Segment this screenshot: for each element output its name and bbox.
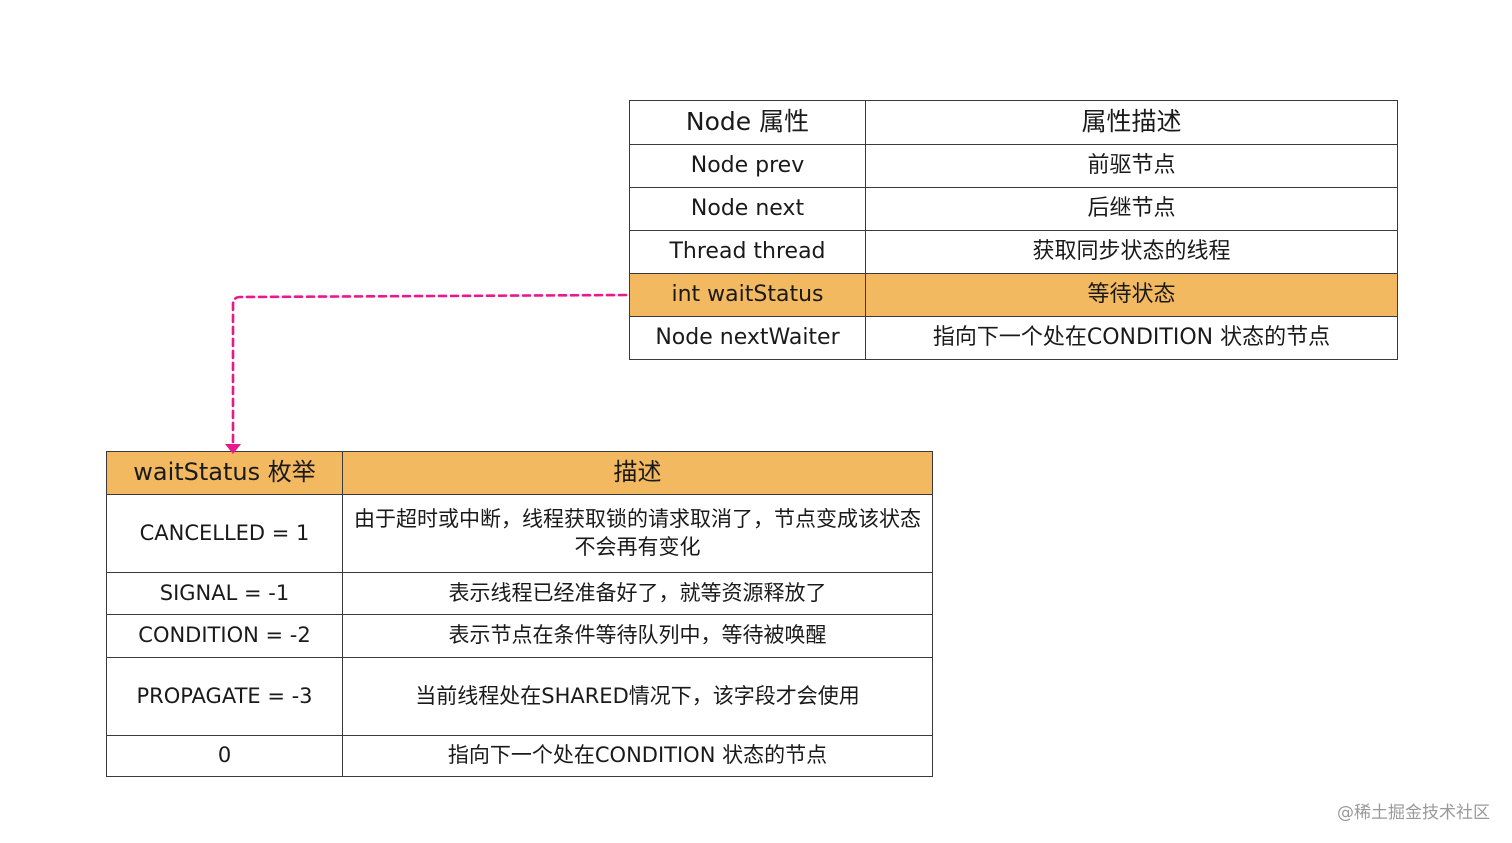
- ws-enum-cell: SIGNAL = -1: [106, 572, 343, 615]
- node-attr-cell: Node nextWaiter: [629, 316, 866, 360]
- ws-table-header: waitStatus 枚举 描述: [106, 451, 933, 495]
- table-row: Node next 后继节点: [629, 187, 1398, 231]
- ws-enum-cell: PROPAGATE = -3: [106, 657, 343, 736]
- table-row: PROPAGATE = -3 当前线程处在SHARED情况下，该字段才会使用: [106, 657, 933, 736]
- table-row-highlighted: int waitStatus 等待状态: [629, 273, 1398, 317]
- node-attr-cell: Node prev: [629, 144, 866, 188]
- node-table-header: Node 属性 属性描述: [629, 100, 1398, 145]
- wait-status-enum-table: waitStatus 枚举 描述 CANCELLED = 1 由于超时或中断，线…: [106, 451, 933, 777]
- node-desc-cell: 等待状态: [865, 273, 1398, 317]
- connector-dashed-line: [231, 293, 628, 446]
- ws-desc-cell: 指向下一个处在CONDITION 状态的节点: [342, 735, 933, 777]
- ws-table-header-enum: waitStatus 枚举: [106, 451, 343, 495]
- ws-desc-cell: 表示节点在条件等待队列中，等待被唤醒: [342, 614, 933, 658]
- table-row: 0 指向下一个处在CONDITION 状态的节点: [106, 735, 933, 777]
- watermark: @稀土掘金技术社区: [1337, 803, 1490, 823]
- ws-enum-cell: 0: [106, 735, 343, 777]
- table-row: SIGNAL = -1 表示线程已经准备好了，就等资源释放了: [106, 572, 933, 615]
- node-desc-cell: 后继节点: [865, 187, 1398, 231]
- ws-enum-cell: CANCELLED = 1: [106, 494, 343, 573]
- node-attribute-table: Node 属性 属性描述 Node prev 前驱节点 Node next 后继…: [629, 100, 1398, 360]
- node-desc-cell: 指向下一个处在CONDITION 状态的节点: [865, 316, 1398, 360]
- ws-desc-cell: 由于超时或中断，线程获取锁的请求取消了，节点变成该状态不会再有变化: [342, 494, 933, 573]
- table-row: CANCELLED = 1 由于超时或中断，线程获取锁的请求取消了，节点变成该状…: [106, 494, 933, 573]
- node-table-header-desc: 属性描述: [865, 100, 1398, 145]
- table-row: Node nextWaiter 指向下一个处在CONDITION 状态的节点: [629, 316, 1398, 360]
- ws-desc-cell: 当前线程处在SHARED情况下，该字段才会使用: [342, 657, 933, 736]
- arrowhead-icon: [225, 444, 241, 454]
- node-table-header-attr: Node 属性: [629, 100, 866, 145]
- node-attr-cell: int waitStatus: [629, 273, 866, 317]
